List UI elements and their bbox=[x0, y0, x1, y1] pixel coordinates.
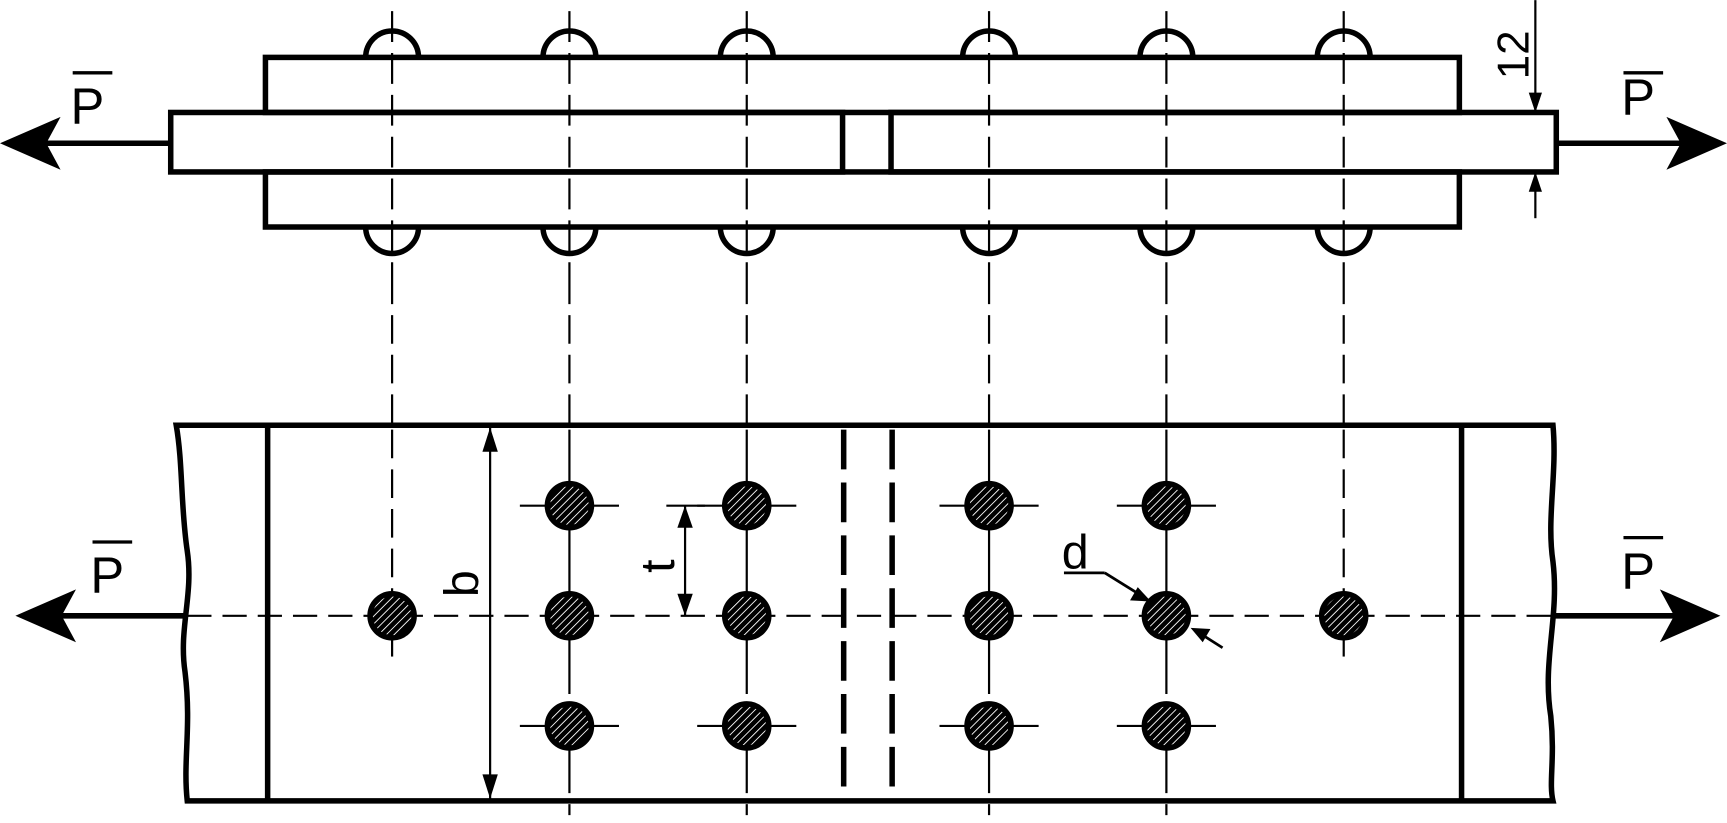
main-plate-left bbox=[167, 109, 846, 175]
upper-cover-plate bbox=[262, 54, 1463, 116]
rivet-section bbox=[964, 701, 1014, 751]
rivet-section bbox=[544, 701, 595, 751]
diameter-leader bbox=[1063, 571, 1224, 649]
rivet-section bbox=[1141, 701, 1192, 751]
thickness-dimension bbox=[1525, 0, 1546, 219]
rivet-section bbox=[544, 591, 595, 641]
thickness-label: 12 bbox=[1490, 30, 1539, 79]
bottom-force-arrows bbox=[15, 535, 1721, 643]
bottom-view-rivets bbox=[367, 429, 1369, 823]
width-label: b bbox=[435, 570, 489, 597]
rivet-head-bottom bbox=[540, 226, 599, 257]
force-label-top-right: P bbox=[1621, 69, 1655, 126]
projection-lines bbox=[390, 275, 1345, 426]
force-label-bottom-right: P bbox=[1621, 542, 1655, 599]
top-view-rivet-heads bbox=[362, 11, 1373, 276]
rivet-head-bottom bbox=[1314, 226, 1373, 257]
plate-outline bbox=[172, 422, 1558, 804]
diameter-label: d bbox=[1062, 525, 1089, 579]
force-label-top-left: P bbox=[70, 77, 104, 134]
rivet-head-bottom bbox=[362, 226, 422, 257]
main-plate-right bbox=[888, 109, 1560, 175]
rivet-section bbox=[544, 480, 595, 531]
rivet-section bbox=[964, 480, 1014, 531]
rivet-head-bottom bbox=[717, 226, 776, 257]
rivet-section bbox=[964, 591, 1014, 641]
pitch-label: t bbox=[631, 559, 685, 573]
rivet-head-bottom bbox=[959, 226, 1019, 257]
lower-cover-plate bbox=[262, 169, 1463, 230]
rivet-section bbox=[1318, 591, 1369, 641]
rivet-section bbox=[721, 591, 772, 641]
top-force-arrows bbox=[0, 71, 1727, 170]
rivet-section bbox=[721, 480, 772, 531]
rivet-section bbox=[1141, 591, 1192, 641]
rivet-head-bottom bbox=[1137, 226, 1196, 257]
width-dimension bbox=[482, 427, 498, 799]
pitch-dimension bbox=[666, 504, 705, 616]
rivet-section bbox=[367, 591, 417, 641]
rivet-section bbox=[1141, 480, 1192, 531]
force-label-bottom-left: P bbox=[90, 547, 124, 604]
rivet-section bbox=[721, 701, 772, 751]
top-view bbox=[167, 11, 1560, 276]
bottom-view bbox=[172, 422, 1558, 823]
